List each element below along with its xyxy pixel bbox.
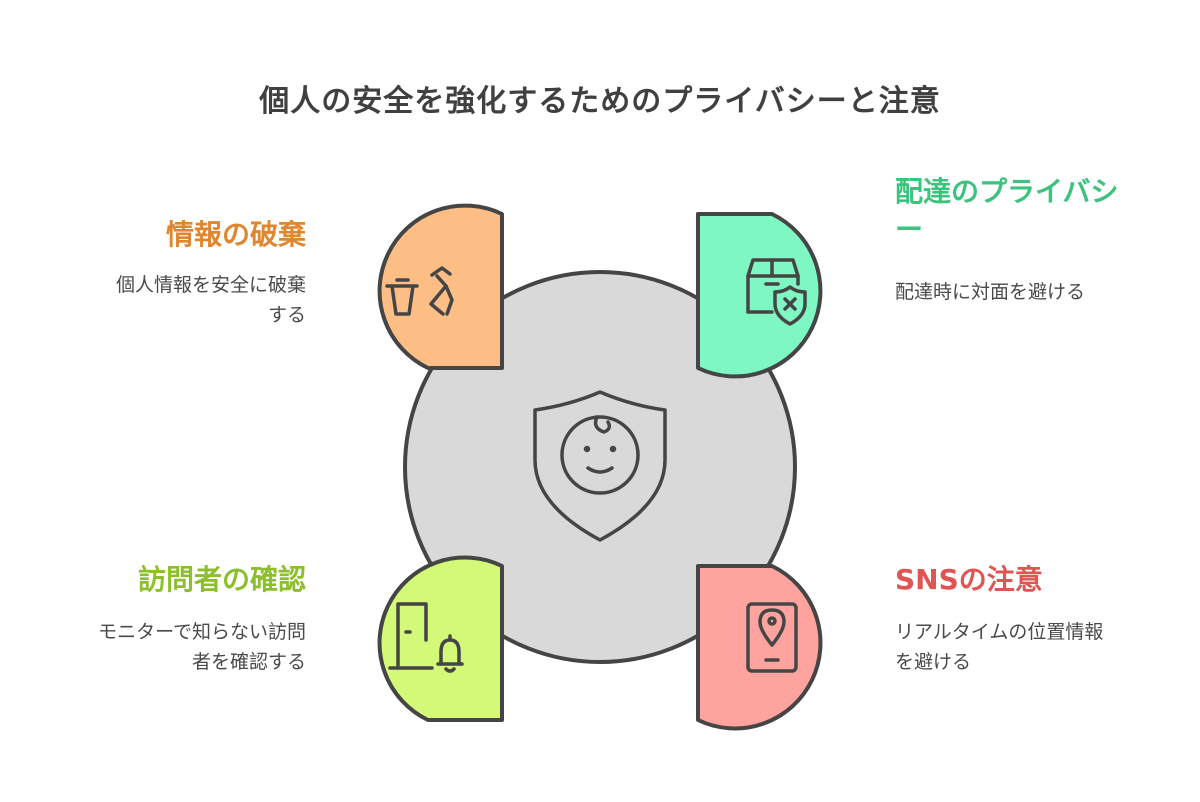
sns-desc-line2: を避ける [895, 651, 972, 673]
page-title: 個人の安全を強化するためのプライバシーと注意 [259, 84, 941, 119]
sns-petal [696, 564, 823, 731]
shred-petal [377, 203, 504, 370]
delivery-desc: 配達時に対面を避ける [895, 281, 1086, 303]
sns-heading: SNSの注意 [895, 563, 1043, 596]
shred-desc-line1: 個人情報を安全に破棄 [115, 274, 306, 296]
visitor-heading: 訪問者の確認 [137, 563, 306, 596]
delivery-petal [696, 212, 823, 379]
shred-desc-line2: する [267, 304, 306, 326]
visitor-petal [377, 555, 504, 722]
visitor-desc-line2: 者を確認する [191, 651, 306, 673]
phone-location-icon [746, 602, 798, 673]
door-bell-icon [388, 602, 464, 673]
visitor-desc-line1: モニターで知らない訪問 [98, 621, 306, 643]
delivery-heading-line1: 配達のプライバシ [895, 175, 1119, 208]
delivery-heading-line2: ー [895, 213, 924, 246]
child-shield-icon [533, 390, 667, 542]
trash-shredder-icon [385, 266, 454, 316]
package-shield-x-icon [746, 258, 807, 326]
sns-desc-line1: リアルタイムの位置情報 [895, 621, 1104, 643]
shred-heading: 情報の破棄 [165, 218, 306, 251]
